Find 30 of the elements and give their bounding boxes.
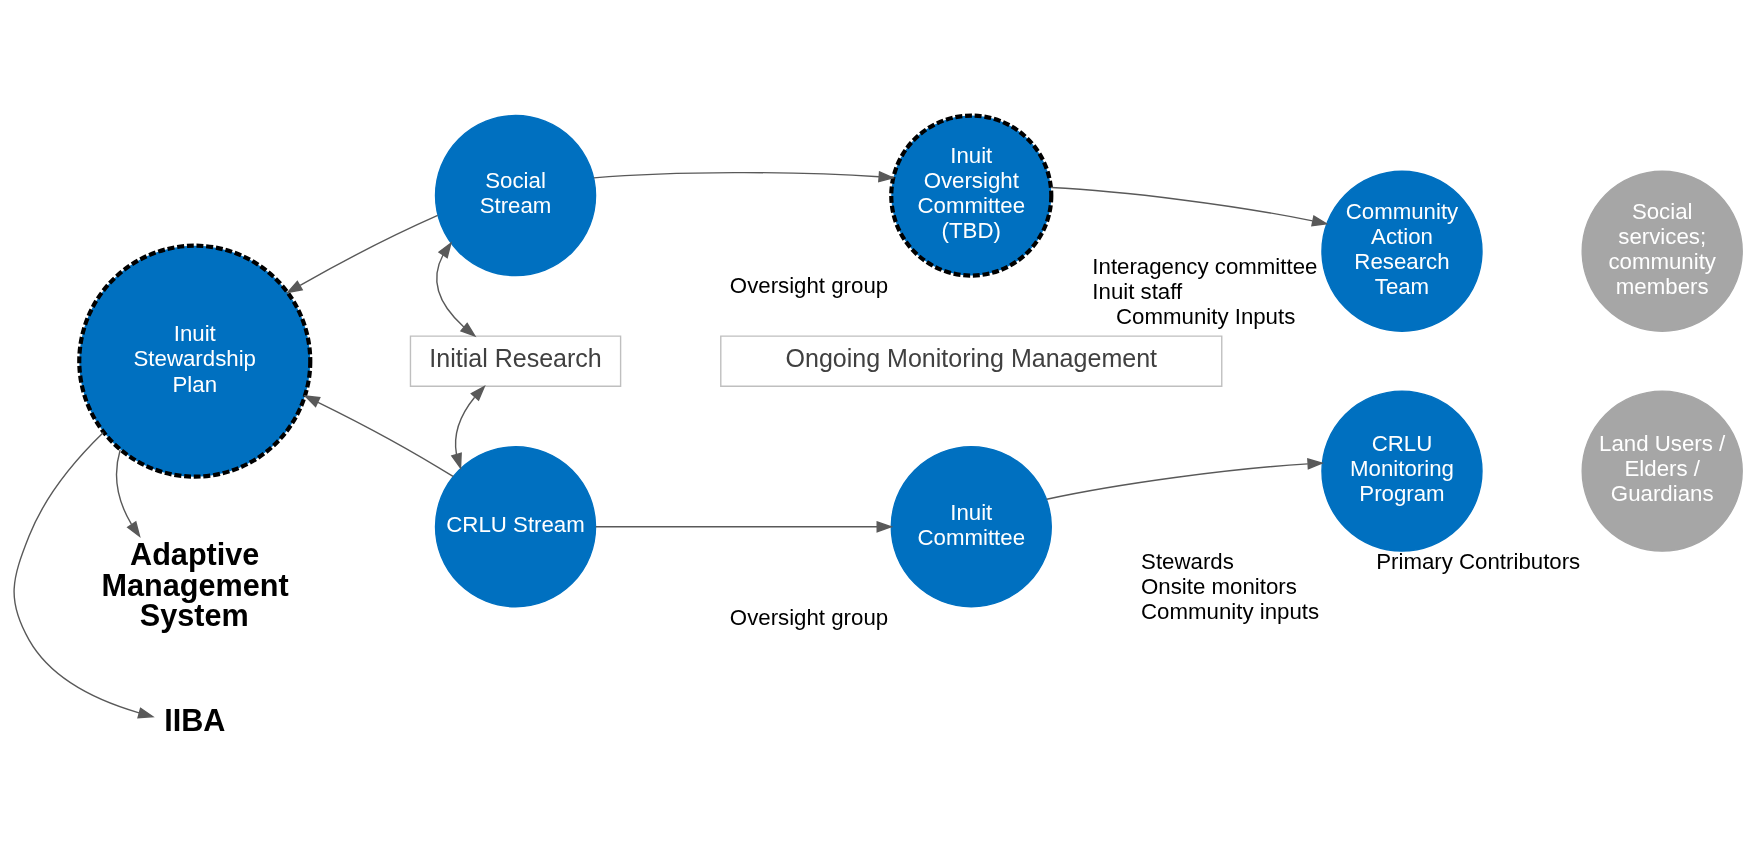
node-circle: CRLU Monitoring Program — [1321, 390, 1483, 552]
node-label: Community Inputs — [1116, 304, 1296, 330]
node-circle: Land Users / Elders / Guardians — [1581, 390, 1743, 552]
arrow — [1046, 458, 1325, 500]
arrow — [303, 395, 454, 478]
node-circle: Inuit Oversight Committee (TBD) — [889, 113, 1054, 278]
node-circle: Social services; community members — [1581, 170, 1743, 332]
node-label: Community inputs — [1141, 599, 1320, 625]
arrow — [115, 449, 141, 538]
node-circle: CRLU Stream — [434, 446, 597, 608]
node-text: Adaptive Management System — [101, 537, 289, 633]
arrow — [450, 385, 486, 470]
arrow — [1050, 186, 1329, 227]
arrow — [13, 431, 155, 719]
node-label: Interagency committee — [1092, 253, 1318, 279]
node-label: Oversight group — [729, 273, 889, 299]
node-label: Onsite monitors — [1141, 573, 1297, 599]
node-box: Initial Research — [409, 335, 622, 387]
node-label: Inuit staff — [1092, 278, 1183, 304]
node-box: Ongoing Monitoring Management — [720, 335, 1223, 387]
node-text: IIBA — [164, 702, 226, 737]
arrow — [436, 241, 477, 338]
node-label: Oversight group — [729, 604, 889, 630]
node-circle: Inuit Stewardship Plan — [77, 243, 313, 479]
node-label: Stewards — [1141, 548, 1234, 574]
node-circle: Inuit Committee — [890, 446, 1052, 608]
arrow — [595, 520, 894, 533]
arrow — [285, 214, 439, 294]
node-circle: Community Action Research Team — [1321, 170, 1483, 332]
arrow — [593, 170, 896, 183]
